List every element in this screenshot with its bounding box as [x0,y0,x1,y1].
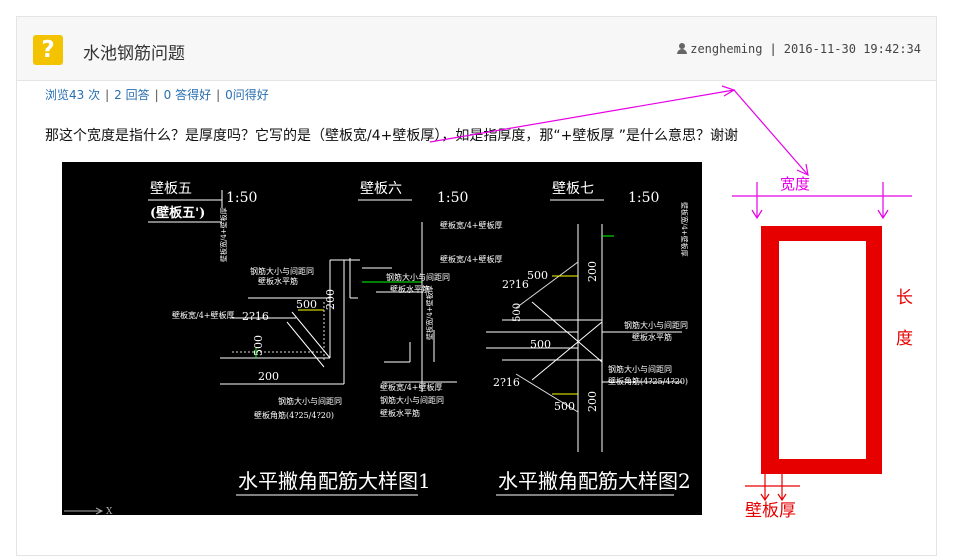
answers-count: 2 回答 [114,88,150,102]
cad-scale-3: 1:50 [628,190,659,206]
cad-note-width-1: 壁板宽/4+壁板厚 [219,207,228,262]
cad-note-same-1: 钢筋大小与间距同 [250,266,314,276]
cad-dim-500: 500 [296,298,317,311]
sketch-thickness-label: 壁板厚 [745,501,796,521]
cad-note-width-2: 壁板宽/4+壁板厚 [172,310,235,320]
question-meta: zengheming | 2016-11-30 19:42:34 [677,42,921,56]
cad-note-width-5: 壁板宽/4+壁板厚 [380,382,443,392]
cad-note-same-2: 钢筋大小与间距同 [278,396,342,406]
cad-scale-1: 1:50 [226,190,257,206]
cad-note-horizontal-1: 壁板水平筋 [258,276,298,286]
cad-note-width-6: 壁板宽/4+壁板厚 [680,202,689,257]
annotation-overlay: 宽度 长 度 壁板厚 [429,85,913,521]
good-answers-count: 0 答得好 [163,88,212,102]
cad-dim-216: 2?16 [242,310,269,323]
cad-dim-500e: 500 [512,303,523,322]
sketch-length-char-2: 度 [896,329,913,349]
cad-label-wall5: 壁板五 [150,181,192,197]
cad-dim-500f: 500 [530,338,551,351]
question-header: ? 水池钢筋问题 zengheming | 2016-11-30 19:42:34 [17,17,936,81]
wall-section-inner [779,241,866,459]
cad-scale-2: 1:50 [437,190,468,206]
cad-note-corner-2: 壁板角筋(4?25/4?20) [608,376,688,386]
cad-dim-200c: 200 [586,261,599,282]
meta-separator: | [769,42,777,56]
cad-axis-x: X [106,507,113,515]
question-body: 那这个宽度是指什么？是厚度吗？它写的是（壁板宽/4+壁板厚），如是指厚度，那“+… [45,128,739,144]
question-icon: ? [33,35,63,65]
cad-label-wall7: 壁板七 [552,181,594,197]
stats-separator: | [154,88,159,102]
cad-dim-200: 200 [324,289,337,310]
views-count: 浏览43 次 [45,88,101,102]
question-title[interactable]: 水池钢筋问题 [83,44,185,64]
cad-dim-200d: 200 [586,391,599,412]
cad-note-horizontal-2: 壁板水平筋 [390,284,430,294]
cad-note-width-4: 壁板宽/4+壁板厚 [440,254,503,264]
cad-note-horizontal-3: 壁板水平筋 [380,408,420,418]
cad-drawing: 壁板五 (壁板五') 1:50 壁板六 1:50 壁板七 1:50 [62,162,702,517]
cad-note-same-6: 钢筋大小与间距同 [608,364,672,374]
cad-caption-2: 水平撇角配筋大样图2 [498,469,691,493]
cad-note-same-3: 钢筋大小与间距同 [386,272,450,282]
cad-dim-216d: 2?16 [493,376,520,389]
cad-dim-500b: 500 [252,335,265,356]
cad-note-width-3: 壁板宽/4+壁板厚 [440,220,503,230]
cad-note-same-4: 钢筋大小与间距同 [380,395,444,405]
cad-dim-500d: 500 [554,400,575,413]
cad-dim-500c: 500 [527,269,548,282]
post-datetime: 2016-11-30 19:42:34 [783,42,921,56]
author-link[interactable]: zengheming [690,42,763,56]
question-stats: 浏览43 次 | 2 回答 | 0 答得好 | 0问得好 [45,86,269,103]
good-question-count: 0问得好 [225,88,269,102]
stats-separator: | [216,88,221,102]
cad-label-wall6: 壁板六 [360,181,402,197]
cad-note-horizontal-4: 壁板水平筋 [632,332,672,342]
cad-dim-216c: 2?16 [502,278,529,291]
user-icon [677,43,688,54]
cad-label-wall5-alt: (壁板五') [150,205,205,221]
sketch-width-label: 宽度 [780,175,810,193]
sketch-length-char-1: 长 [896,288,913,308]
cad-caption-1: 水平撇角配筋大样图1 [238,469,431,493]
cad-dim-200b: 200 [258,370,279,383]
cad-note-width-7: 壁板宽/4+壁板厚 [425,285,434,340]
cad-note-corner-1: 壁板角筋(4?25/4?20) [254,410,334,420]
stats-separator: | [105,88,110,102]
cad-note-same-5: 钢筋大小与间距同 [624,320,688,330]
